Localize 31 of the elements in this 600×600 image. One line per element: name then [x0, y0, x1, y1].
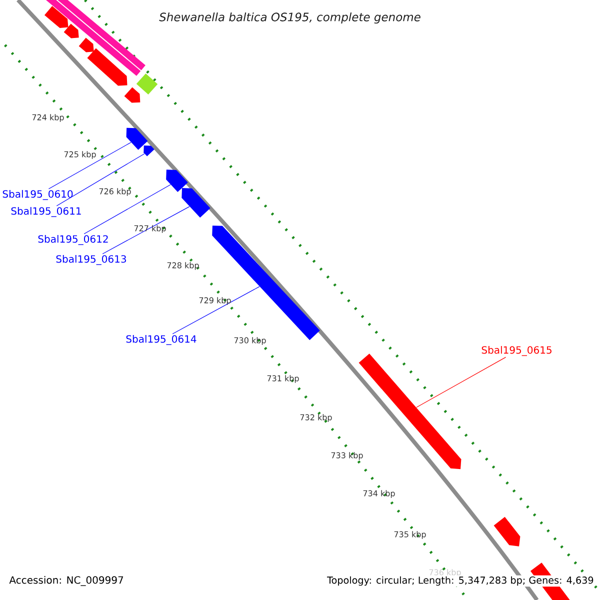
position-label: 733 kbp — [331, 452, 363, 460]
gene-label: Sbal195_0610 — [2, 190, 73, 200]
position-label: 734 kbp — [363, 490, 395, 498]
title: Shewanella baltica OS195, complete genome — [159, 12, 420, 24]
gene-label: Sbal195_0612 — [38, 235, 108, 245]
leader-line — [172, 286, 260, 334]
gene-label: Sbal195_0613 — [56, 255, 126, 265]
position-label: 731 kbp — [267, 375, 299, 383]
gene-feature — [144, 146, 154, 156]
gene-label: Sbal195_0614 — [126, 335, 196, 345]
gene-label: Sbal195_0611 — [11, 207, 81, 217]
summary-text: Topology: circular; Length: 5,347,283 bp; Genes: 4,639 — [326, 575, 595, 587]
gene-feature — [182, 188, 210, 218]
leader-line — [416, 356, 506, 408]
position-label: 727 kbp — [134, 225, 166, 233]
position-label: 729 kbp — [199, 297, 231, 305]
position-label: 726 kbp — [99, 188, 131, 196]
position-label: 730 kbp — [234, 337, 266, 345]
position-label: 725 kbp — [64, 151, 96, 159]
leader-line — [56, 153, 145, 206]
gene-feature — [166, 170, 188, 192]
accession-text: Accession: NC_009997 — [9, 576, 124, 586]
position-label: 728 kbp — [167, 262, 199, 270]
position-label: 732 kbp — [300, 414, 332, 422]
gene-label: Sbal195_0615 — [482, 346, 552, 356]
gene-feature — [126, 128, 148, 150]
position-label: 735 kbp — [394, 531, 426, 539]
position-label: 724 kbp — [32, 114, 64, 122]
leader-line — [102, 206, 190, 254]
leader-line — [84, 184, 171, 234]
leader-line — [48, 142, 132, 190]
